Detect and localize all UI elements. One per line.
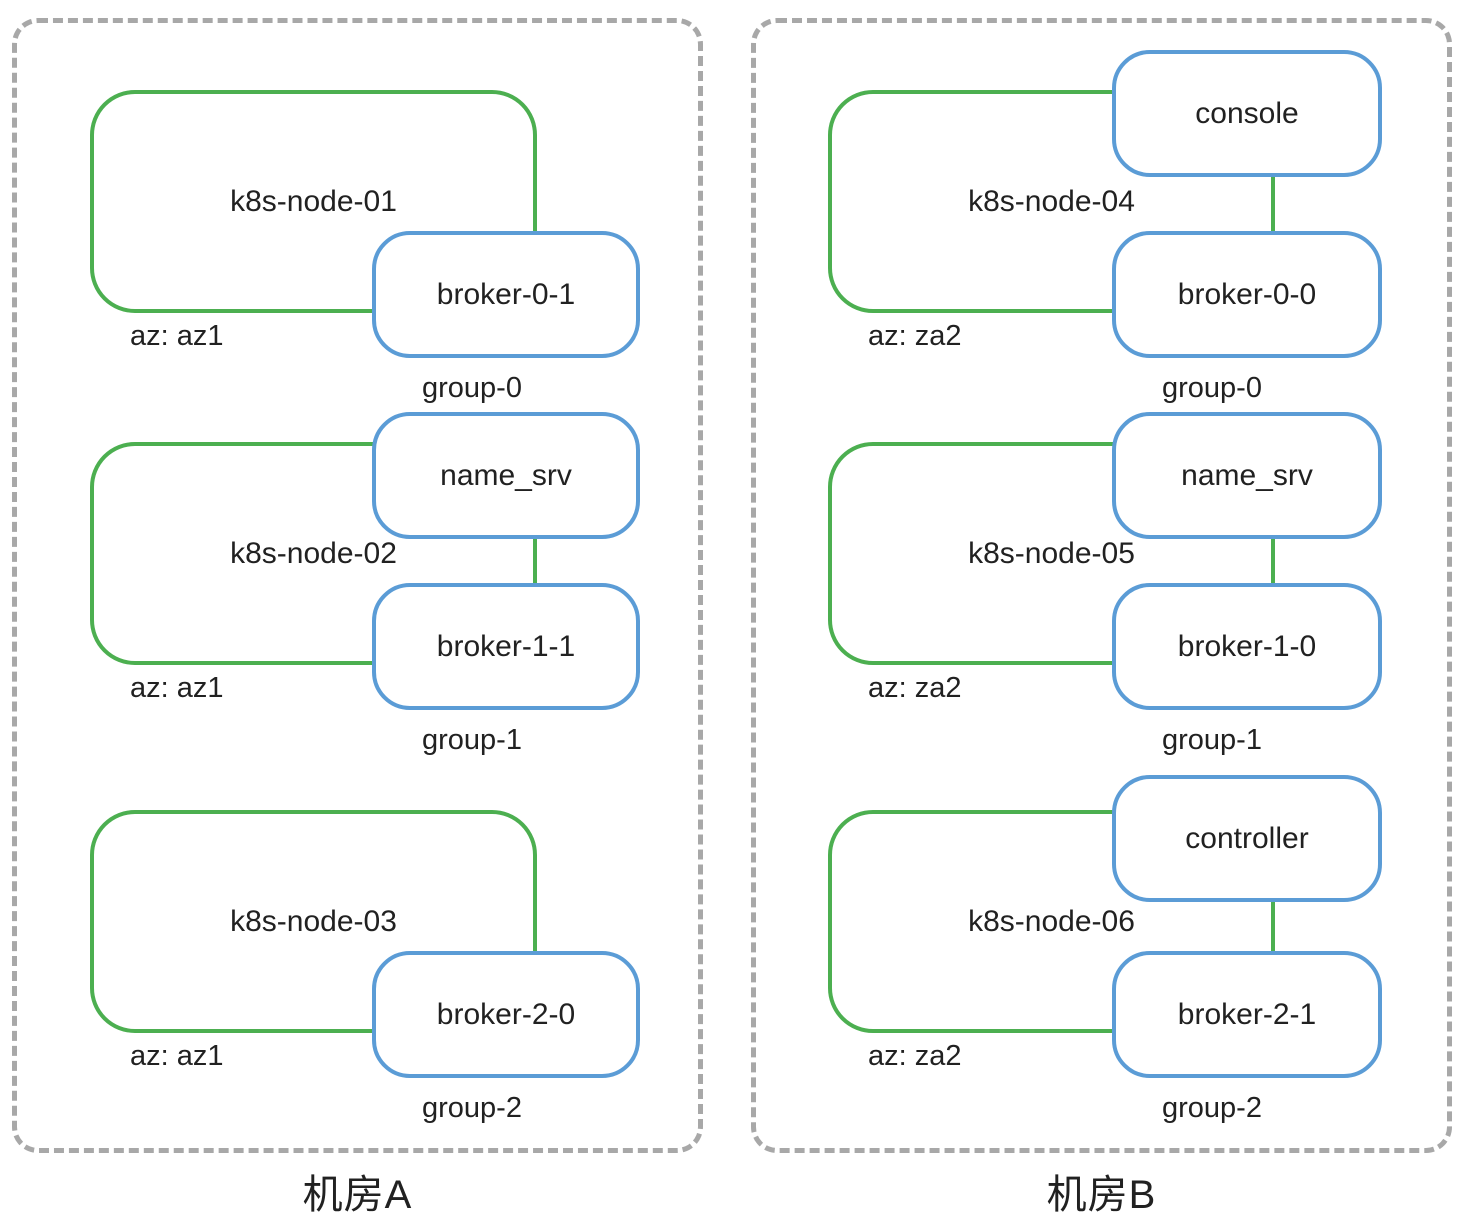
pod-label: broker-2-0 [436, 997, 576, 1031]
pod-box-name-srv-a: name_srv [372, 412, 640, 539]
node-label: k8s-node-04 [968, 184, 1135, 218]
group-label: group-0 [1162, 372, 1262, 404]
pod-box-broker-1-0: broker-1-0 [1112, 583, 1382, 710]
pod-label: broker-1-0 [1177, 629, 1317, 663]
group-label: group-0 [422, 372, 522, 404]
az-label: az: za2 [868, 1040, 962, 1072]
node-label: k8s-node-02 [230, 536, 397, 570]
pod-label: broker-1-1 [436, 629, 576, 663]
node-label: k8s-node-03 [230, 904, 397, 938]
az-label: az: az1 [130, 1040, 224, 1072]
az-label: az: za2 [868, 672, 962, 704]
pod-box-controller: controller [1112, 775, 1382, 902]
pod-box-broker-2-1: broker-2-1 [1112, 951, 1382, 1078]
node-label: k8s-node-06 [968, 904, 1135, 938]
node-label: k8s-node-01 [230, 184, 397, 218]
node-label: k8s-node-05 [968, 536, 1135, 570]
pod-box-name-srv-b: name_srv [1112, 412, 1382, 539]
group-label: group-1 [1162, 724, 1262, 756]
pod-box-broker-1-1: broker-1-1 [372, 583, 640, 710]
pod-label: name_srv [440, 458, 572, 492]
pod-label: broker-0-0 [1177, 277, 1317, 311]
pod-box-broker-2-0: broker-2-0 [372, 951, 640, 1078]
group-label: group-2 [422, 1092, 522, 1124]
pod-label: broker-0-1 [436, 277, 576, 311]
pod-label: name_srv [1181, 458, 1313, 492]
datacenter-b-boundary [751, 18, 1452, 1153]
pod-label: controller [1185, 821, 1309, 855]
pod-box-console: console [1112, 50, 1382, 177]
az-label: az: az1 [130, 320, 224, 352]
az-label: az: za2 [868, 320, 962, 352]
pod-box-broker-0-0: broker-0-0 [1112, 231, 1382, 358]
datacenter-a-boundary [12, 18, 703, 1153]
pod-label: console [1195, 96, 1299, 130]
group-label: group-2 [1162, 1092, 1262, 1124]
pod-label: broker-2-1 [1177, 997, 1317, 1031]
pod-box-broker-0-1: broker-0-1 [372, 231, 640, 358]
group-label: group-1 [422, 724, 522, 756]
az-label: az: az1 [130, 672, 224, 704]
datacenter-a-title: 机房A [302, 1173, 413, 1217]
datacenter-b-title: 机房B [1046, 1173, 1157, 1217]
